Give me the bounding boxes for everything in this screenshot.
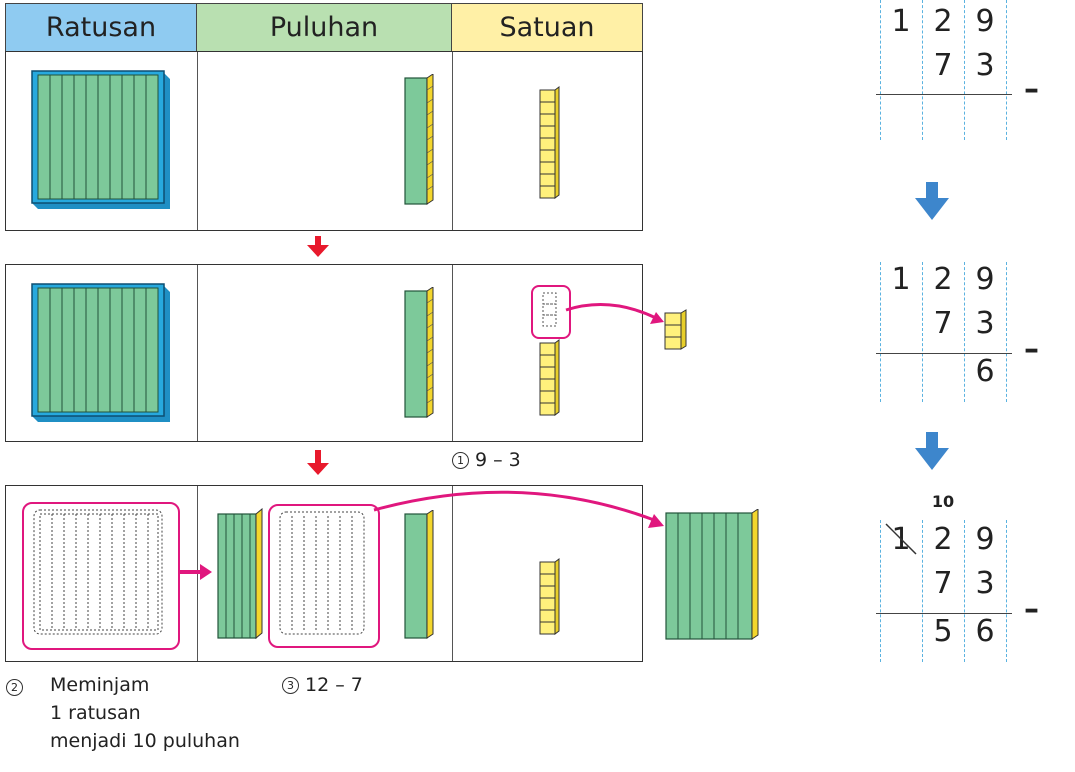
curved-arrow-icon: [565, 303, 664, 324]
digit: 6: [975, 614, 995, 649]
removed-units-highlight: [531, 285, 571, 339]
strike-mark: [885, 523, 917, 555]
digit: 1: [891, 262, 911, 297]
minus-sign: –: [1024, 592, 1039, 627]
digit: 2: [933, 522, 953, 557]
digit: 1: [891, 4, 911, 39]
hundred-block: [31, 283, 170, 422]
digit: 7: [933, 306, 953, 341]
digit: 2: [933, 262, 953, 297]
down-arrow-blue-icon: [915, 432, 949, 470]
down-arrow-blue-icon: [915, 182, 949, 220]
right-arrow-icon: [178, 564, 212, 580]
ten-rod: [404, 287, 434, 418]
unit-cubes-6: [539, 558, 560, 635]
step-2-text-2: 1 ratusan: [50, 702, 141, 724]
step-2-number: 2: [6, 679, 23, 696]
ten-rod: [404, 510, 434, 639]
removed-tens-outline: [279, 511, 365, 635]
step-3-number: 3: [282, 677, 299, 694]
step-2-note: 2: [6, 674, 29, 700]
header-hundreds: Ratusan: [5, 3, 197, 52]
hundred-block: [31, 70, 170, 209]
digit: 9: [975, 4, 995, 39]
digit: 9: [975, 262, 995, 297]
header-tens: Puluhan: [196, 3, 452, 52]
digit: 7: [933, 566, 953, 601]
minus-sign: –: [1024, 332, 1039, 367]
down-arrow-red-icon: [307, 236, 329, 257]
borrowed-hundred-outline: [33, 509, 163, 635]
digit: 7: [933, 48, 953, 83]
taken-ten-rods: [665, 509, 759, 640]
step-2-text-1: Meminjam: [50, 674, 150, 696]
unit-cubes-6: [539, 339, 560, 416]
step-1-number: 1: [452, 452, 469, 469]
step-2-text-3: menjadi 10 puluhan: [50, 730, 240, 752]
unit-cubes-9: [539, 86, 560, 199]
curved-arrow-icon: [373, 490, 664, 528]
panel-step-3: [5, 485, 643, 662]
minus-sign: –: [1024, 72, 1039, 107]
removed-units-outline: [542, 292, 557, 327]
panel-step-2: [5, 264, 643, 442]
digit: 3: [975, 306, 995, 341]
taken-unit-cubes: [664, 309, 687, 350]
down-arrow-red-icon: [307, 450, 329, 475]
header-ones: Satuan: [451, 3, 643, 52]
ten-rod: [404, 74, 434, 205]
borrowed-hundred-highlight: [22, 502, 180, 650]
ten-rods-borrowed: [217, 508, 263, 640]
removed-tens-highlight: [268, 504, 380, 648]
digit: 3: [975, 566, 995, 601]
digit: 9: [975, 522, 995, 557]
panel-step-1: [5, 51, 643, 231]
digit: 3: [975, 48, 995, 83]
borrow-mark: 10: [931, 492, 955, 511]
digit: 6: [975, 354, 995, 389]
digit: 5: [933, 614, 953, 649]
digit: 2: [933, 4, 953, 39]
